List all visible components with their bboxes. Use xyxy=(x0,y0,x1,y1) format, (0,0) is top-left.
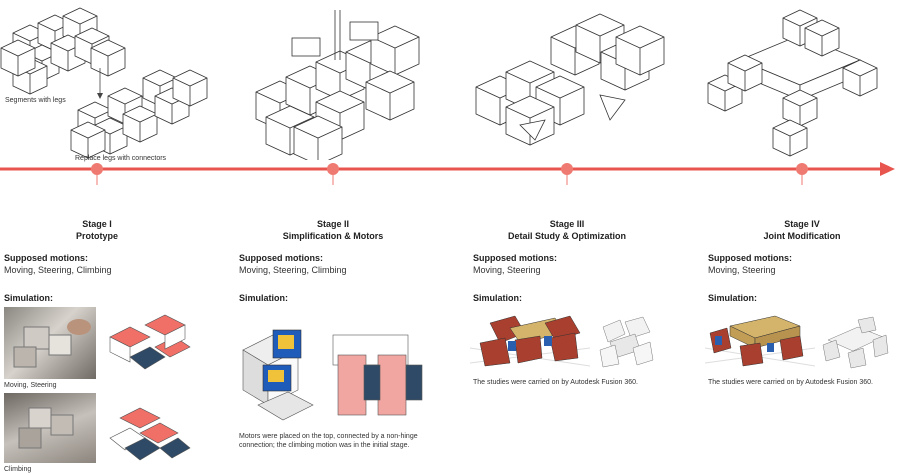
stage3-simulation-heading: Simulation: xyxy=(473,293,522,303)
stage2-simulation-heading: Simulation: xyxy=(239,293,288,303)
stage3-drawing xyxy=(475,13,665,146)
stage2-motions-heading: Supposed motions: xyxy=(239,253,323,263)
timeline-dot-stage-3 xyxy=(561,163,573,185)
stage4-drawing xyxy=(707,9,878,157)
stage3-render-white xyxy=(595,312,655,372)
segments-label: Segments with legs xyxy=(5,97,66,104)
replace-label: Replace legs with connectors xyxy=(75,155,167,162)
timeline-dot-stage-2 xyxy=(327,163,339,185)
stage4-motions: Moving, Steering xyxy=(708,265,776,275)
stage2-drawing xyxy=(255,10,420,160)
stage2-title-line2: Simplification & Motors xyxy=(282,231,384,241)
stage1-photo-moving xyxy=(4,307,96,379)
stage3-caption: The studies were carried on by Autodesk … xyxy=(473,379,638,386)
stage2-title-line1: Stage II xyxy=(316,219,349,229)
stage3-motions-heading: Supposed motions: xyxy=(473,253,557,263)
stage4-caption: The studies were carried on by Autodesk … xyxy=(708,379,873,386)
stage4-render-white xyxy=(818,315,890,370)
stage1-motions-heading: Supposed motions: xyxy=(4,253,88,263)
stage4-simulation-heading: Simulation: xyxy=(708,293,757,303)
stage1-caption-moving: Moving, Steering xyxy=(4,382,57,389)
stage1-caption-climbing: Climbing xyxy=(4,466,32,473)
stage4-render-model xyxy=(705,308,815,373)
stage4-title: Stage IV Joint Modification xyxy=(702,218,900,242)
stage1-photo-climbing xyxy=(4,393,96,463)
stage1-motions: Moving, Steering, Climbing xyxy=(4,265,112,275)
stage4-motions-heading: Supposed motions: xyxy=(708,253,792,263)
isometric-drawings xyxy=(0,7,878,160)
stage3-motions: Moving, Steering xyxy=(473,265,541,275)
stage3-title-line2: Detail Study & Optimization xyxy=(507,231,626,241)
timeline-dot-stage-1 xyxy=(91,163,103,185)
stage1-render-moving xyxy=(100,307,195,379)
stage2-title: Stage II Simplification & Motors xyxy=(233,218,433,242)
stage1-title-line1: Stage I xyxy=(82,219,112,229)
segments-with-legs-drawing xyxy=(0,7,126,95)
timeline-arrow-icon xyxy=(880,162,895,176)
stage4-title-line2: Joint Modification xyxy=(763,231,841,241)
stage2-render xyxy=(238,310,433,430)
stage1-title: Stage I Prototype xyxy=(0,218,197,242)
stage2-motions: Moving, Steering, Climbing xyxy=(239,265,347,275)
timeline-dot-stage-4 xyxy=(796,163,808,185)
stage4-title-line1: Stage IV xyxy=(784,219,820,229)
stage3-title: Stage III Detail Study & Optimization xyxy=(467,218,667,242)
replace-legs-drawing xyxy=(70,69,208,159)
timeline xyxy=(0,162,895,185)
stage1-title-line2: Prototype xyxy=(75,231,118,241)
stage1-simulation-heading: Simulation: xyxy=(4,293,53,303)
stage2-caption: Motors were placed on the top, connected… xyxy=(239,433,418,449)
stage1-render-climbing xyxy=(100,393,195,465)
stage3-title-line1: Stage III xyxy=(549,219,585,229)
stage3-render-model xyxy=(470,308,590,373)
